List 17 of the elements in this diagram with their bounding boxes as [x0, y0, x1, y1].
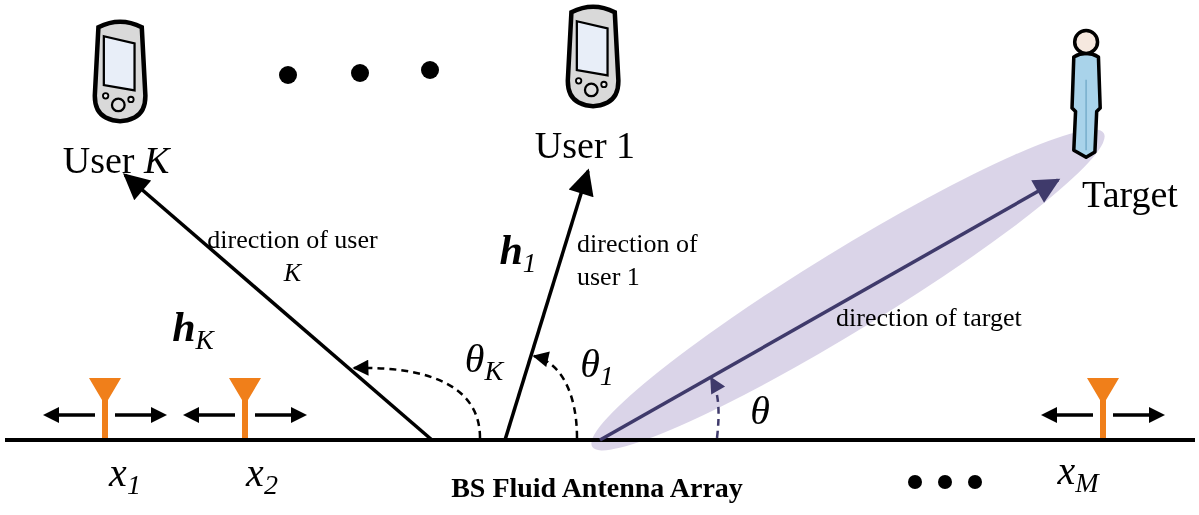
position-symbol: x$_{1}$: [109, 452, 141, 500]
angle-symbol: θ: [750, 391, 770, 431]
edge-label: direction of target: [836, 302, 1023, 334]
node-label: User 1: [534, 126, 636, 164]
arrow: [503, 168, 594, 441]
vector-symbol: h$_{K}$: [172, 305, 214, 355]
vector-symbol: h$_{1}$: [499, 228, 537, 278]
position-symbol: x$_{2}$: [246, 452, 278, 500]
node-label: User K: [62, 141, 170, 179]
angle-symbol: θ$_{K}$: [464, 338, 504, 386]
edge-label: direction of user 1: [577, 228, 699, 293]
array-caption: BS Fluid Antenna Array: [451, 474, 743, 502]
angle-symbol: θ$_{1}$: [580, 343, 614, 391]
arrow: [599, 178, 1061, 442]
node-label: Target: [1082, 175, 1178, 213]
position-symbol: x$_{M}$: [1057, 450, 1099, 498]
edge-label: direction of user K: [206, 224, 379, 289]
